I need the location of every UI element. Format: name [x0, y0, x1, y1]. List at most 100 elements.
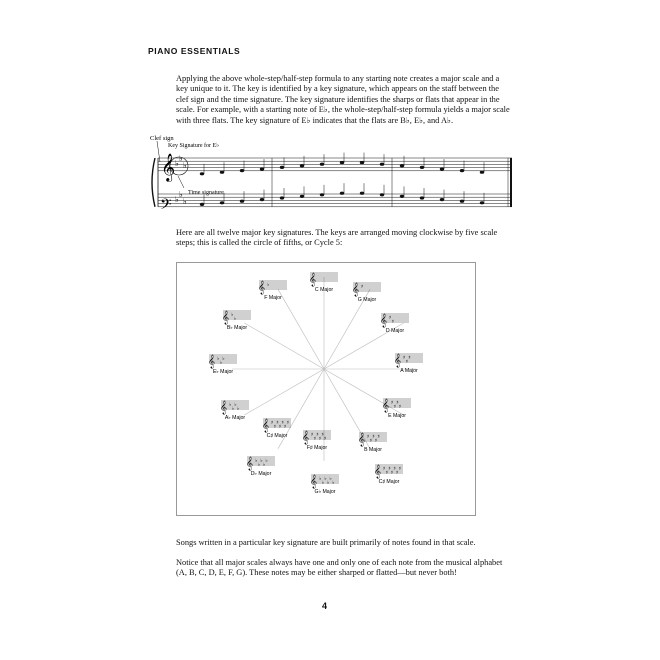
sharp-icon: ♯: [393, 466, 395, 472]
sharp-icon: ♯: [324, 436, 326, 442]
key-signature-item: 𝄞♭♭♭E♭ Major: [208, 354, 237, 375]
flat-icon: ♭: [263, 462, 265, 468]
circle-of-fifths-diagram: 𝄞C Major𝄞♯G Major𝄞♯♯D Major𝄞♯♯♯A Major𝄞♯…: [208, 272, 423, 495]
bass-note: [259, 198, 265, 202]
spoke-line: [244, 322, 325, 370]
treble-note: [419, 165, 425, 169]
treble-note: [199, 172, 205, 176]
sharp-icon: ♯: [406, 359, 408, 365]
bass-note: [279, 196, 285, 200]
flat-icon: ♭: [217, 356, 219, 362]
bass-note: [299, 194, 305, 198]
key-signature-item: 𝄞♯G Major: [352, 282, 381, 303]
treble-note: [479, 170, 485, 174]
flat-icon: ♭: [229, 402, 231, 408]
flat-icon: ♭: [232, 406, 234, 412]
spoke-line: [323, 368, 404, 416]
page-number: 4: [322, 601, 328, 611]
treble-clef-icon: 𝄞: [358, 432, 365, 446]
key-label: A Major: [400, 368, 418, 374]
sharp-icon: ♯: [314, 436, 316, 442]
sharp-icon: ♯: [319, 436, 321, 442]
treble-note: [339, 161, 345, 165]
flat-icon: ♭: [322, 480, 324, 486]
key-signature-label: Key Signature for E♭: [168, 142, 219, 149]
flat-icon: ♭: [179, 154, 183, 163]
flat-icon: ♭: [175, 159, 179, 168]
time-pointer-line: [177, 175, 185, 189]
sharp-icon: ♯: [370, 438, 372, 444]
key-label: C♯ Major: [267, 433, 288, 439]
sharp-icon: ♯: [386, 470, 388, 476]
flat-icon: ♭: [222, 356, 224, 362]
circle-of-fifths-figure: 𝄞C Major𝄞♯G Major𝄞♯♯D Major𝄞♯♯♯A Major𝄞♯…: [176, 262, 476, 516]
treble-note: [299, 164, 305, 168]
sharp-icon: ♯: [396, 400, 398, 406]
treble-clef-icon: 𝄞: [208, 354, 215, 368]
flat-icon: ♭: [231, 312, 233, 318]
sharp-icon: ♯: [396, 470, 398, 476]
bass-note: [319, 193, 325, 197]
treble-clef-icon: 𝄞: [161, 153, 175, 182]
sharp-icon: ♯: [316, 432, 318, 438]
sharp-icon: ♯: [403, 355, 405, 361]
staff-notes: [199, 152, 485, 206]
spoke-line: [323, 289, 371, 370]
treble-clef-icon: 𝄞: [374, 464, 381, 478]
bass-note: [199, 202, 205, 206]
sharp-icon: ♯: [391, 470, 393, 476]
spoke-line: [323, 322, 404, 370]
treble-clef-icon: 𝄞: [258, 280, 265, 294]
flat-icon: ♭: [234, 402, 236, 408]
key-label: G♭ Major: [315, 489, 336, 495]
circle-spokes: [232, 277, 416, 461]
flat-icon: ♭: [183, 197, 187, 206]
treble-note: [279, 165, 285, 169]
key-signature-item: 𝄞C Major: [309, 272, 338, 293]
flat-icon: ♭: [179, 190, 183, 199]
sharp-icon: ♯: [391, 400, 393, 406]
treble-clef-icon: 𝄞: [246, 456, 253, 470]
songs-paragraph: Songs written in a particular key signat…: [176, 538, 476, 547]
key-signature-item: 𝄞♭♭♭♭A♭ Major: [220, 400, 249, 421]
brace: [151, 157, 156, 207]
flat-icon: ♭: [260, 458, 262, 464]
key-signature-item: 𝄞♭♭♭♭♭D♭ Major: [246, 456, 275, 477]
flat-icon: ♭: [258, 462, 260, 468]
treble-clef-icon: 𝄞: [220, 400, 227, 414]
key-label: F Major: [264, 295, 282, 301]
bass-note: [399, 194, 405, 198]
sharp-icon: ♯: [361, 284, 363, 290]
key-label: B Major: [364, 447, 382, 453]
bass-note: [379, 193, 385, 197]
sharp-icon: ♯: [375, 438, 377, 444]
sharp-icon: ♯: [394, 404, 396, 410]
time-signature-label: Time signature: [188, 190, 224, 196]
key-signature-item: 𝄞♯♯D Major: [380, 313, 409, 334]
treble-note: [439, 167, 445, 171]
flat-icon: ♭: [329, 476, 331, 482]
key-label: C Major: [315, 287, 333, 293]
treble-clef-icon: 𝄞: [310, 474, 317, 488]
treble-note: [399, 164, 405, 168]
key-label: G Major: [358, 297, 377, 303]
bass-note: [439, 198, 445, 202]
notice-paragraph: Notice that all major scales always have…: [176, 558, 503, 578]
treble-note: [459, 169, 465, 173]
sharp-icon: ♯: [408, 355, 410, 361]
key-signature-item: 𝄞♭♭B♭ Major: [222, 310, 251, 331]
treble-note: [239, 169, 245, 173]
flat-icon: ♭: [267, 282, 269, 288]
sharp-icon: ♯: [367, 434, 369, 440]
clef-pointer-line: [156, 140, 161, 163]
sharp-icon: ♯: [372, 434, 374, 440]
treble-note: [319, 162, 325, 166]
bass-note: [219, 201, 225, 205]
key-label: A♭ Major: [225, 415, 246, 421]
bass-note: [419, 196, 425, 200]
key-signature-item: 𝄞♭♭♭♭♭♭G♭ Major: [310, 474, 339, 495]
treble-note: [359, 161, 365, 165]
treble-clef-icon: 𝄞: [302, 430, 309, 444]
key-label: B♭ Major: [227, 325, 248, 331]
